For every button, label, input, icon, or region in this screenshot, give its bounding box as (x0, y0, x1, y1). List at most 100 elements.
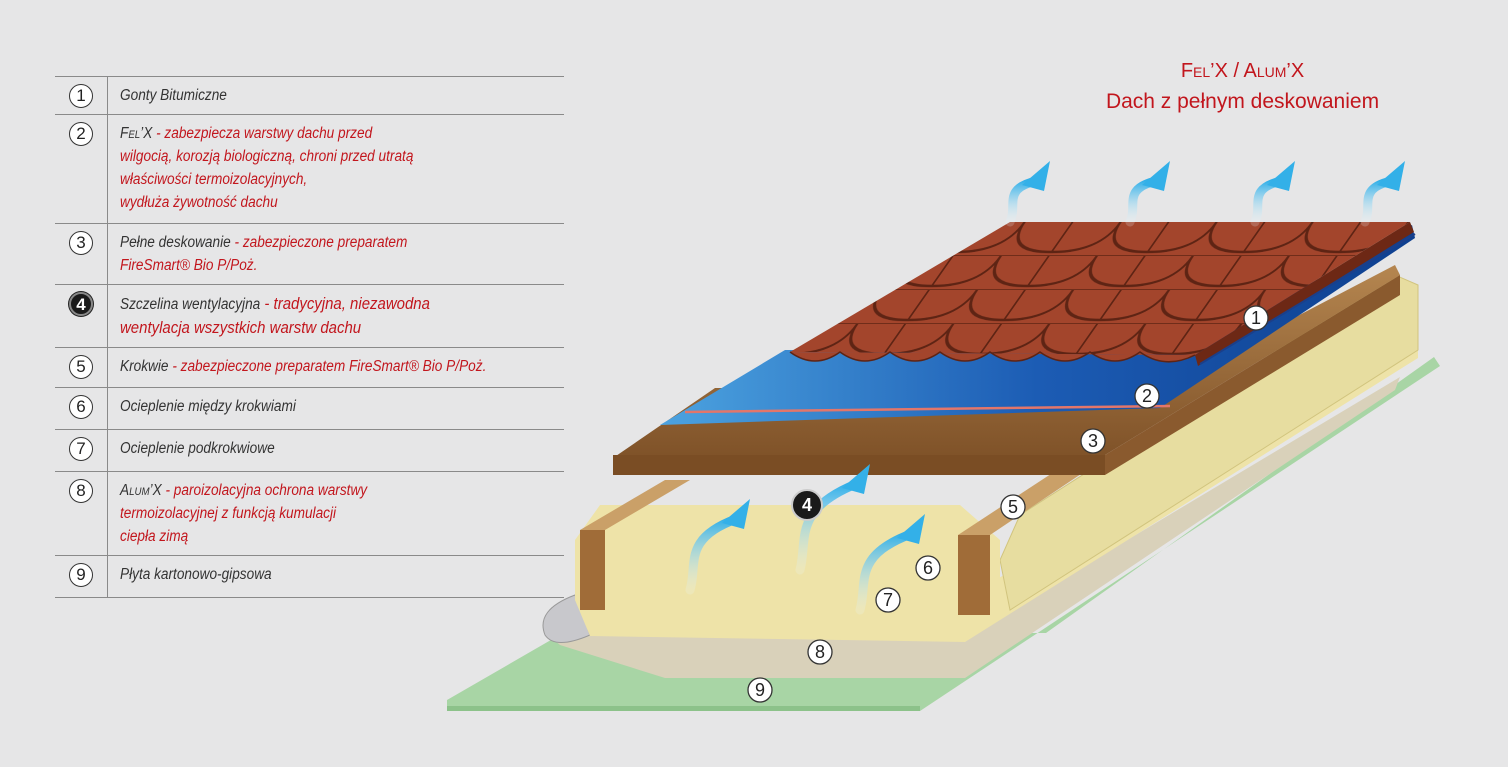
legend-text: Ocieplenie między krokwiami (120, 398, 296, 415)
air-outlet-arrow (1005, 161, 1050, 227)
legend-text-cell: Fel’X - zabezpiecza warstwy dachu przed w… (107, 114, 564, 224)
legend-number-cell: 3 (55, 223, 108, 285)
legend-number-badge: 9 (69, 563, 93, 587)
legend-line: Alum’X - paroizolacyjna ochrona warstwy (120, 479, 367, 502)
legend-line: właściwości termoizolacyjnych, (120, 168, 307, 191)
legend-text: - paroizolacyjna ochrona warstwy (161, 482, 368, 499)
legend-text-cell: Krokwie - zabezpieczone preparatem FireS… (107, 347, 564, 388)
vapour-barrier-layer (546, 377, 1400, 678)
marker-5: 5 (1000, 494, 1026, 520)
air-outlet-arrow (1125, 161, 1170, 227)
legend-row: 8 Alum’X - paroizolacyjna ochrona warstwy… (55, 471, 564, 556)
legend-line: Szczelina wentylacyjna - tradycyjna, nie… (120, 292, 430, 316)
legend-line: Ocieplenie między krokwiami (120, 395, 296, 418)
legend-text: - zabezpieczone preparatem FireSmart® Bi… (168, 358, 487, 375)
legend-row: 6 Ocieplenie między krokwiami (55, 387, 564, 430)
legend-line: Fel’X - zabezpiecza warstwy dachu przed (120, 122, 372, 145)
marker-label: 5 (1008, 497, 1018, 517)
legend-text: Pełne deskowanie (120, 234, 231, 251)
legend-row: 5 Krokwie - zabezpieczone preparatem Fire… (55, 347, 564, 388)
legend-row: 1 Gonty Bitumiczne (55, 76, 564, 115)
marker-2: 2 (1134, 383, 1160, 409)
legend-text: Płyta kartonowo-gipsowa (120, 566, 272, 583)
legend-line: Płyta kartonowo-gipsowa (120, 563, 272, 586)
legend-text-cell: Szczelina wentylacyjna - tradycyjna, nie… (107, 284, 564, 348)
marker-1: 1 (1243, 305, 1269, 331)
rafter-insulation-layer (575, 505, 1000, 600)
legend-text-cell: Pełne deskowanie - zabezpieczone prepara… (107, 223, 564, 285)
marker-4: 4 (791, 489, 823, 521)
legend-text: FireSmart® Bio P/Poż. (120, 257, 258, 274)
marker-label: 3 (1088, 431, 1098, 451)
legend-text: Gonty Bitumiczne (120, 87, 227, 104)
membrane-layer (660, 225, 1415, 425)
marker-label: 6 (923, 558, 933, 578)
legend-number-badge: 5 (69, 355, 93, 379)
layer-legend: 1 Gonty Bitumiczne 2 Fel’X - zabezpiecza wa… (55, 76, 564, 598)
air-flow-arrow (855, 514, 925, 615)
marker-9: 9 (747, 677, 773, 703)
ventilation-arrows (685, 161, 1405, 615)
legend-text-cell: Ocieplenie między krokwiami (107, 387, 564, 430)
legend-text: ciepła zimą (120, 528, 189, 545)
legend-row: 3 Pełne deskowanie - zabezpieczone prepar… (55, 223, 564, 285)
legend-row: 9 Płyta kartonowo-gipsowa (55, 555, 564, 598)
legend-line: Ocieplenie podkrokwiowe (120, 437, 275, 460)
legend-line: termoizolacyjnej z funkcją kumulacji (120, 502, 336, 525)
marker-7: 7 (875, 587, 901, 613)
shingle-layer (790, 222, 1410, 355)
legend-text: termoizolacyjnej z funkcją kumulacji (120, 505, 337, 522)
legend-line: FireSmart® Bio P/Poż. (120, 254, 257, 277)
air-flow-arrow (795, 464, 870, 575)
legend-text: - zabezpiecza warstwy dachu przed (152, 125, 373, 142)
legend-row: 4 Szczelina wentylacyjna - tradycyjna, ni… (55, 284, 564, 348)
legend-row: 2 Fel’X - zabezpiecza warstwy dachu przed… (55, 114, 564, 224)
legend-number-cell: 4 (55, 284, 108, 348)
legend-number-badge: 4 (69, 292, 93, 316)
legend-number-cell: 9 (55, 555, 108, 598)
legend-line: wentylacja wszystkich warstw dachu (120, 316, 361, 340)
legend-number-badge: 3 (69, 231, 93, 255)
legend-text: Alum’X (120, 482, 162, 499)
air-outlet-arrow (1360, 161, 1405, 227)
legend-text: wilgocią, korozją biologiczną, chroni pr… (120, 148, 414, 165)
legend-number-badge: 7 (69, 437, 93, 461)
legend-text: Krokwie (120, 358, 169, 375)
legend-number-badge: 2 (69, 122, 93, 146)
legend-line: Pełne deskowanie - zabezpieczone prepara… (120, 231, 407, 254)
legend-number-cell: 6 (55, 387, 108, 430)
diagram-markers: 1 2 3 4 5 6 7 8 9 (747, 305, 1269, 703)
legend-text: wydłuża żywotność dachu (120, 194, 278, 211)
diagram-subtitle: Dach z pełnym deskowaniem (1105, 90, 1380, 113)
legend-number-cell: 1 (55, 76, 108, 115)
legend-number-cell: 8 (55, 471, 108, 556)
legend-row: 7 Ocieplenie podkrokwiowe (55, 429, 564, 472)
legend-line: wydłuża żywotność dachu (120, 191, 278, 214)
legend-number-badge: 6 (69, 395, 93, 419)
legend-number-badge: 8 (69, 479, 93, 503)
legend-text: wentylacja wszystkich warstw dachu (120, 318, 362, 337)
legend-text-cell: Ocieplenie podkrokwiowe (107, 429, 564, 472)
marker-label: 4 (802, 495, 812, 515)
marker-label: 2 (1142, 386, 1152, 406)
legend-text: Ocieplenie podkrokwiowe (120, 440, 275, 457)
legend-line: wilgocią, korozją biologiczną, chroni pr… (120, 145, 413, 168)
legend-text: właściwości termoizolacyjnych, (120, 171, 308, 188)
legend-text-cell: Płyta kartonowo-gipsowa (107, 555, 564, 598)
legend-line: ciepła zimą (120, 525, 188, 548)
air-flow-arrow (685, 499, 750, 595)
legend-text-cell: Alum’X - paroizolacyjna ochrona warstwy t… (107, 471, 564, 556)
legend-text-cell: Gonty Bitumiczne (107, 76, 564, 115)
marker-label: 9 (755, 680, 765, 700)
legend-line: Krokwie - zabezpieczone preparatem FireS… (120, 355, 486, 378)
legend-text: - zabezpieczone preparatem (230, 234, 408, 251)
legend-text: Fel’X (120, 125, 153, 142)
legend-number-cell: 7 (55, 429, 108, 472)
rafter-left (580, 480, 690, 530)
marker-label: 8 (815, 642, 825, 662)
legend-text: - tradycyjna, niezawodna (260, 294, 430, 313)
legend-number-cell: 5 (55, 347, 108, 388)
marker-6: 6 (915, 555, 941, 581)
marker-label: 1 (1251, 308, 1261, 328)
